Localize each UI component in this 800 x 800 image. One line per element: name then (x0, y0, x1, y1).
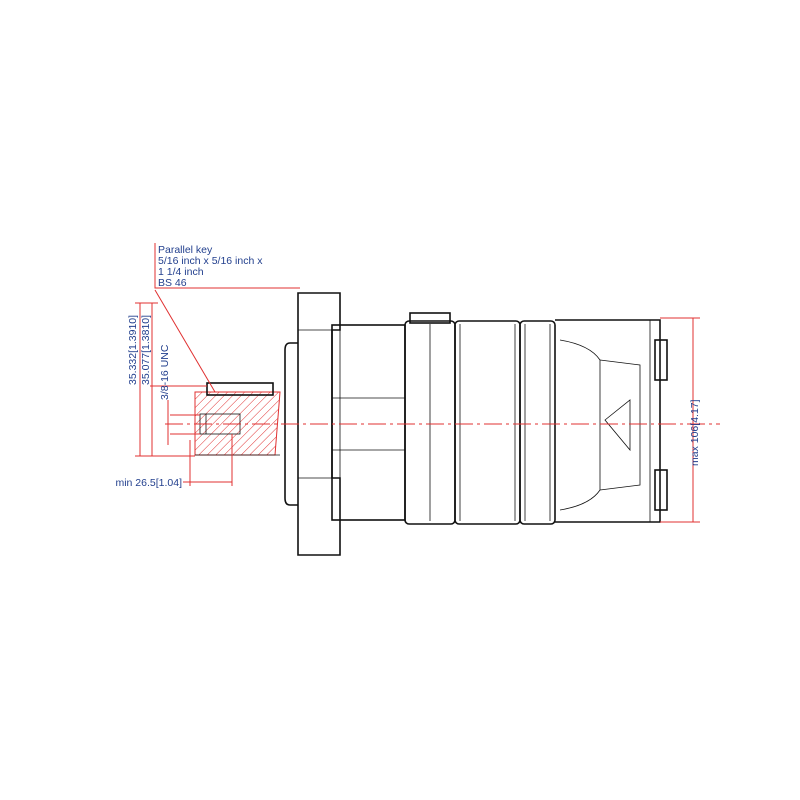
thread-depth-dimension (183, 434, 233, 486)
end-cap (555, 319, 668, 523)
shaft-dimension-lines (135, 302, 207, 457)
key-note-line1: Parallel key (158, 244, 213, 256)
dim-thread-depth: min 26.5[1.04] (115, 477, 182, 489)
height-dimension (660, 317, 700, 523)
dim-overall-height: max 106[4.17] (689, 399, 701, 466)
dim-shaft-min: 35.077[1.3810] (140, 315, 152, 385)
key-note-line4: BS 46 (158, 277, 187, 289)
key-note-line2: 5/16 inch x 5/16 inch x (158, 255, 263, 267)
dim-shaft-max: 35.332[1.3910] (127, 315, 139, 385)
motor-body (331, 312, 556, 525)
bolt-head (409, 312, 451, 324)
dim-thread: 3/8-16 UNC (159, 344, 171, 400)
shaft-section (194, 382, 281, 456)
key-leader (154, 243, 300, 393)
key-note-line3: 1 1/4 inch (158, 266, 204, 278)
